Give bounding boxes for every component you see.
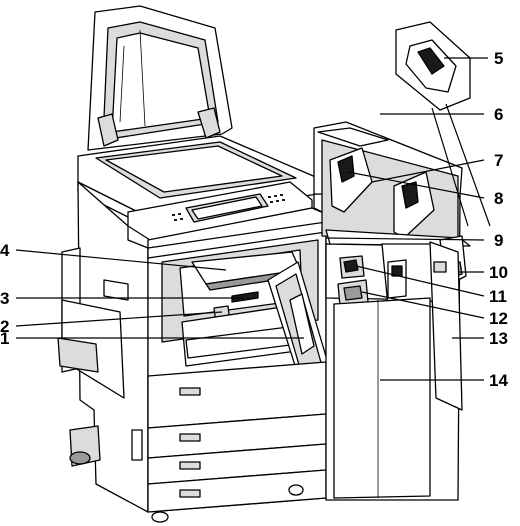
callout-14: 14 [489, 371, 508, 390]
callout-9: 9 [494, 231, 503, 250]
callout-11: 11 [489, 287, 507, 306]
callout-5: 5 [494, 49, 503, 68]
callout-2: 2 [0, 317, 9, 336]
callout-6: 6 [494, 105, 503, 124]
finisher-unit [314, 122, 470, 500]
document-cover [88, 6, 232, 150]
callout-7: 7 [494, 151, 503, 170]
printer-body [58, 182, 330, 522]
callout-13: 13 [489, 329, 508, 348]
callout-4: 4 [0, 241, 10, 260]
callout-10: 10 [489, 263, 508, 282]
callout-12: 12 [489, 309, 508, 328]
callout-3: 3 [0, 289, 9, 308]
callout-8: 8 [494, 189, 503, 208]
